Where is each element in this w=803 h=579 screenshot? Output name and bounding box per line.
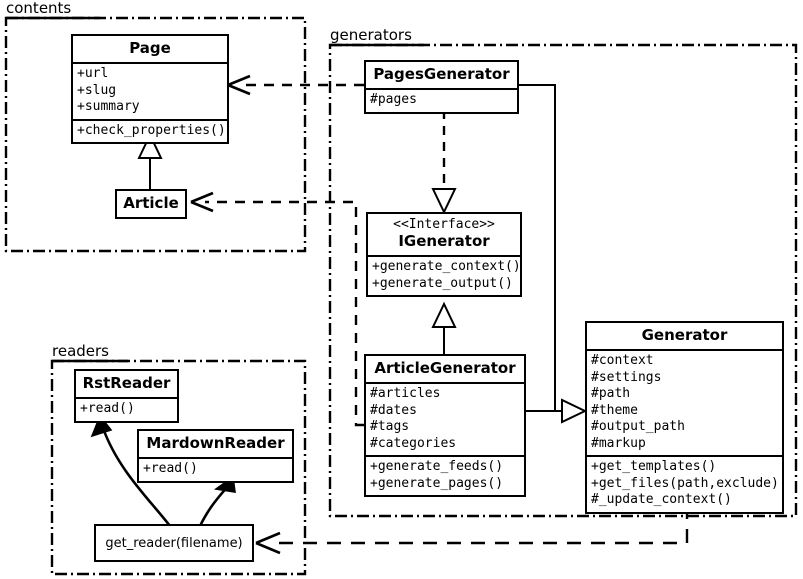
class-box-page[interactable]: Page +url +slug +summary +check_properti… xyxy=(71,34,229,144)
class-operations-mardown-reader: +read() xyxy=(139,457,292,481)
attribute-item: #theme xyxy=(591,402,638,418)
class-name-page: Page xyxy=(129,39,171,57)
attribute-item: #path xyxy=(591,386,631,401)
class-box-article[interactable]: Article xyxy=(115,189,187,219)
operation-item: +generate_context() xyxy=(372,259,521,274)
operation-item: +check_properties() xyxy=(77,122,226,138)
attribute-item: #categories xyxy=(370,435,457,451)
class-name-generator: Generator xyxy=(641,326,728,344)
attribute-item: #markup xyxy=(591,435,646,451)
attribute-item: #output_path xyxy=(591,419,685,434)
class-attributes-pages-generator: #pages xyxy=(366,88,517,112)
class-operations-page: +check_properties() xyxy=(73,118,227,143)
operation-item: +generate_feeds() xyxy=(370,459,504,474)
operation-item: +get_files(path,exclude) xyxy=(591,475,779,491)
package-label-readers: readers xyxy=(52,342,109,360)
dependency-arrowhead-getreader xyxy=(255,531,281,555)
attribute-item: +url xyxy=(77,66,109,81)
class-box-article-generator[interactable]: ArticleGenerator #articles #dates #tags … xyxy=(364,354,526,497)
package-label-generators: generators xyxy=(330,26,412,44)
class-operations-igenerator: +generate_context() +generate_output() xyxy=(368,255,521,295)
dependency-getreader-to-mardownreader xyxy=(198,485,229,527)
dependency-articlegenerator-to-article xyxy=(205,200,364,427)
function-label-get-reader: get_reader(filename) xyxy=(105,535,243,551)
class-box-mardown-reader[interactable]: MardownReader +read() xyxy=(137,429,294,483)
package-label-contents: contents xyxy=(6,0,72,17)
attribute-item: +summary xyxy=(77,99,140,114)
class-box-generator[interactable]: Generator #context #settings #path #them… xyxy=(585,321,784,514)
class-operations-rst-reader: +read() xyxy=(76,397,177,421)
operation-item: +get_templates() xyxy=(591,459,717,474)
class-box-pages-generator[interactable]: PagesGenerator #pages xyxy=(364,60,519,114)
class-name-rst-reader: RstReader xyxy=(82,374,171,392)
operation-item: +generate_pages() xyxy=(370,475,504,491)
attribute-item: #settings xyxy=(591,369,662,385)
dependency-arrowhead-page xyxy=(227,74,251,96)
attribute-item: #articles xyxy=(370,386,441,401)
realization-arrowhead-igenerator xyxy=(431,188,457,215)
attribute-item: #pages xyxy=(370,92,417,107)
operation-item: +read() xyxy=(80,401,135,416)
class-stereotype-igenerator: <<Interface>> xyxy=(393,217,495,232)
class-box-igenerator[interactable]: <<Interface>> IGenerator +generate_conte… xyxy=(366,212,522,297)
class-operations-article-generator: +generate_feeds() +generate_pages() xyxy=(366,455,524,495)
function-box-get-reader[interactable]: get_reader(filename) xyxy=(94,524,254,562)
attribute-item: #dates xyxy=(370,402,417,418)
operation-item: +read() xyxy=(143,461,198,476)
attribute-item: #context xyxy=(591,353,654,368)
class-name-article-generator: ArticleGenerator xyxy=(374,359,516,377)
class-name-pages-generator: PagesGenerator xyxy=(373,65,510,83)
generalization-arrowhead-generator xyxy=(561,398,588,424)
class-name-mardown-reader: MardownReader xyxy=(146,434,285,452)
class-attributes-page: +url +slug +summary xyxy=(73,62,227,119)
attribute-item: +slug xyxy=(77,82,117,98)
class-operations-generator: +get_templates() +get_files(path,exclude… xyxy=(587,455,782,512)
generalization-arrowhead-igenerator-2 xyxy=(431,301,457,328)
class-name-article: Article xyxy=(123,194,179,212)
class-attributes-generator: #context #settings #path #theme #output_… xyxy=(587,349,782,455)
class-attributes-article-generator: #articles #dates #tags #categories xyxy=(366,382,524,455)
operation-item: +generate_output() xyxy=(372,275,513,291)
class-name-igenerator: IGenerator xyxy=(398,232,490,250)
class-box-rst-reader[interactable]: RstReader +read() xyxy=(74,369,179,423)
attribute-item: #tags xyxy=(370,419,410,434)
dependency-arrowhead-article xyxy=(190,191,214,213)
operation-item: #_update_context() xyxy=(591,492,732,507)
